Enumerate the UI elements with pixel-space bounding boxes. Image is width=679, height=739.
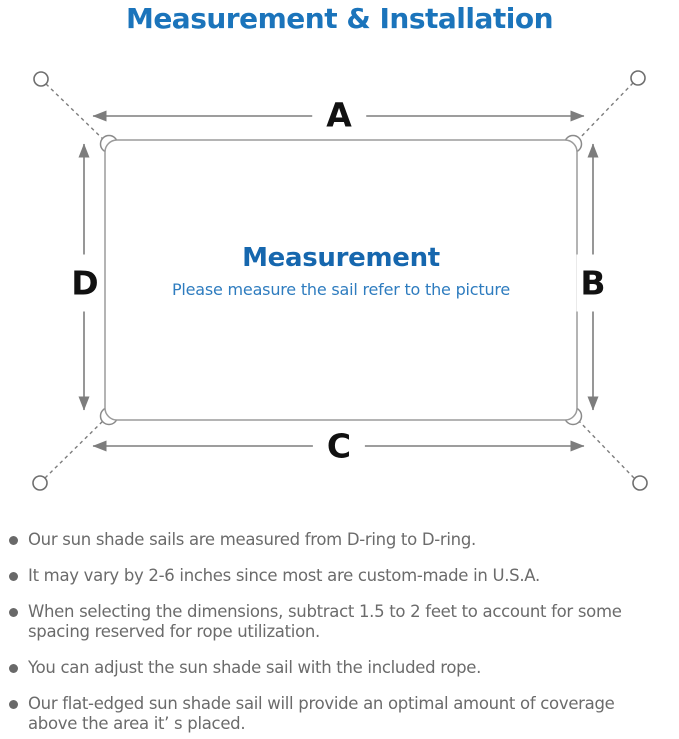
anchor-ring-icon-bottom-right [632,475,648,491]
bullet-dot-icon [9,536,18,545]
list-item: It may vary by 2-6 inches since most are… [9,566,667,586]
measurement-notes-list: Our sun shade sails are measured from D-… [9,530,667,739]
list-item: Our flat-edged sun shade sail will provi… [9,694,667,734]
note-text: When selecting the dimensions, subtract … [28,602,622,641]
anchor-ring-icon-top-right [630,70,646,86]
anchor-ring-icon-top-left [33,71,49,87]
sail-center-caption: Measurement Please measure the sail refe… [105,243,577,299]
anchor-rings [32,70,648,491]
page-title: Measurement & Installation [125,2,554,35]
dimension-label-c: C [312,429,366,463]
dimension-label-a: A [312,98,366,132]
bullet-dot-icon [9,608,18,617]
bullet-dot-icon [9,700,18,709]
tension-line-top-right [575,82,634,143]
note-text: Our flat-edged sun shade sail will provi… [28,694,615,733]
bullet-dot-icon [9,572,18,581]
dimension-label-d: D [67,254,103,312]
tension-line-bottom-left [44,417,107,479]
anchor-ring-icon-bottom-left [32,475,48,491]
tension-lines [44,82,635,479]
tension-line-bottom-right [575,417,635,479]
note-text: Our sun shade sails are measured from D-… [28,530,476,549]
list-item: When selecting the dimensions, subtract … [9,602,667,642]
note-text: You can adjust the sun shade sail with t… [28,658,482,677]
tension-line-top-left [45,83,107,143]
measurement-subheading: Please measure the sail refer to the pic… [171,280,511,299]
bullet-dot-icon [9,664,18,673]
dimension-label-b: B [576,254,610,312]
note-text: It may vary by 2-6 inches since most are… [28,566,540,585]
measurement-heading: Measurement [242,243,440,273]
list-item: You can adjust the sun shade sail with t… [9,658,667,678]
list-item: Our sun shade sails are measured from D-… [9,530,667,550]
